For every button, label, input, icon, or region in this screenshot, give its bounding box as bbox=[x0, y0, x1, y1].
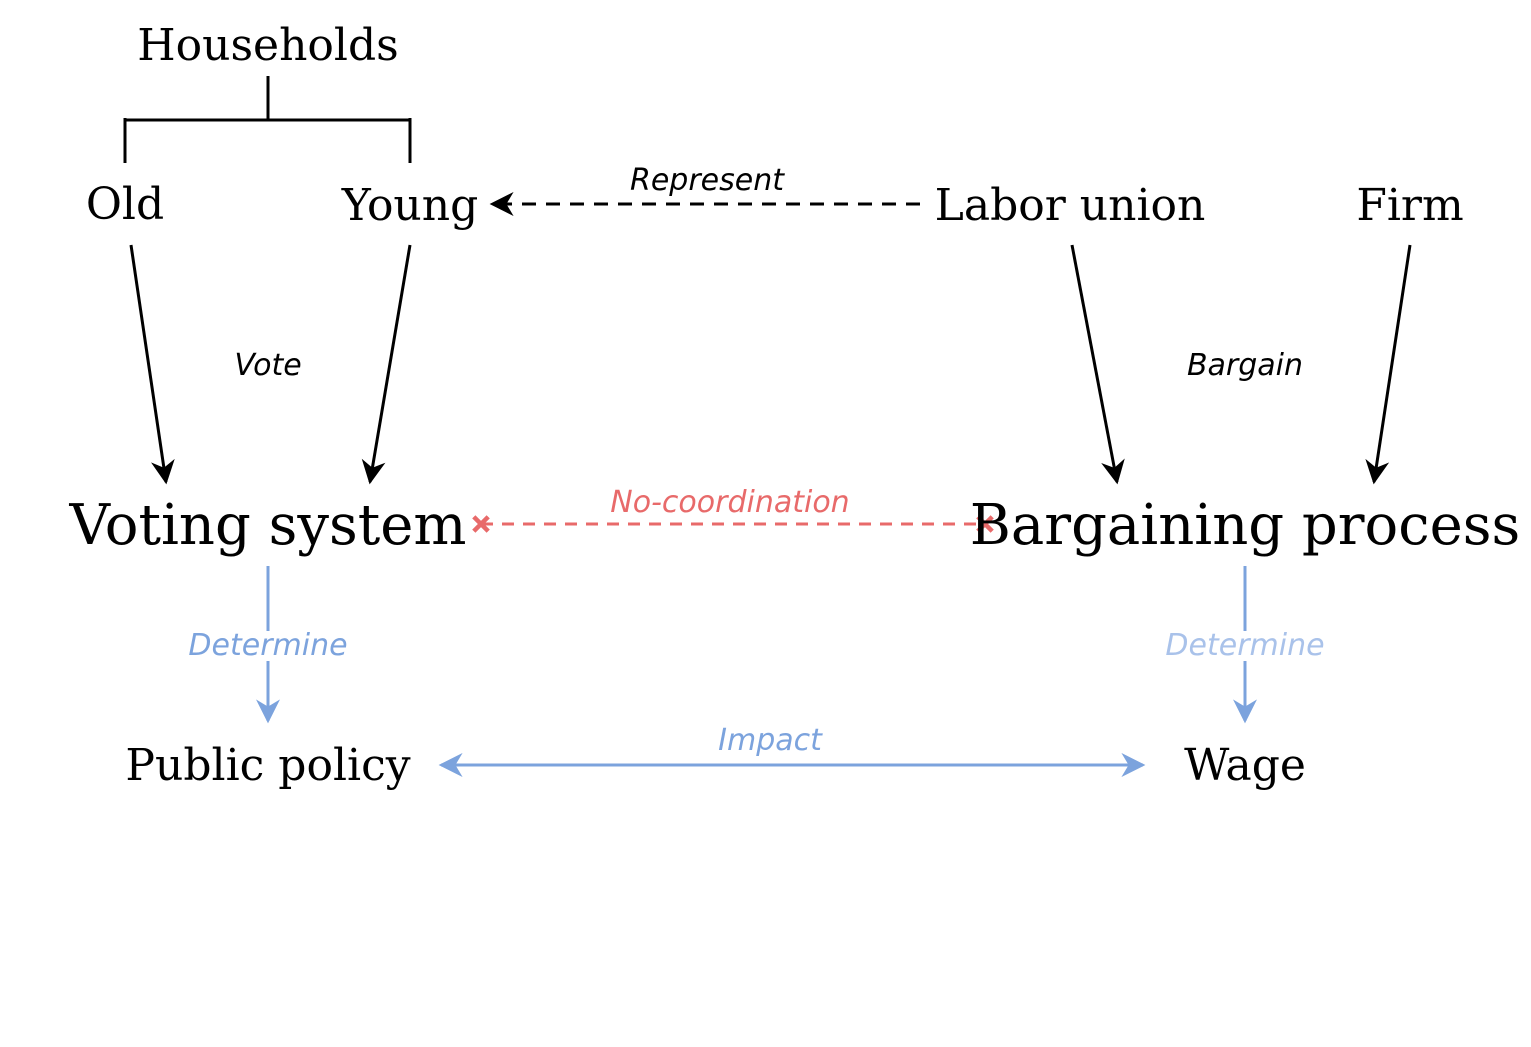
bargain-arrow-firm bbox=[1365, 244, 1412, 485]
label-bargain: Bargain bbox=[1186, 348, 1304, 383]
label-vote: Vote bbox=[234, 348, 302, 383]
vote-arrow-old bbox=[129, 244, 175, 485]
label-represent: Represent bbox=[630, 163, 784, 198]
label-no-coordination: No-coordination bbox=[610, 485, 850, 520]
node-households: Households bbox=[137, 20, 399, 71]
node-voting-system: Voting system bbox=[69, 493, 467, 558]
vote-arrow-young bbox=[361, 244, 412, 485]
label-determine-left: Determine bbox=[184, 631, 352, 661]
node-bargaining-process: Bargaining process bbox=[969, 493, 1521, 558]
label-determine-right: Determine bbox=[1161, 631, 1329, 661]
node-old: Old bbox=[85, 179, 165, 230]
households-bracket bbox=[123, 76, 412, 163]
node-labor-union: Labor union bbox=[934, 180, 1206, 231]
node-firm: Firm bbox=[1356, 180, 1464, 231]
bargain-arrow-union bbox=[1070, 244, 1125, 485]
node-public-policy: Public policy bbox=[125, 740, 411, 791]
node-wage: Wage bbox=[1184, 740, 1306, 791]
node-young: Young bbox=[341, 180, 479, 231]
label-impact: Impact bbox=[714, 726, 826, 756]
